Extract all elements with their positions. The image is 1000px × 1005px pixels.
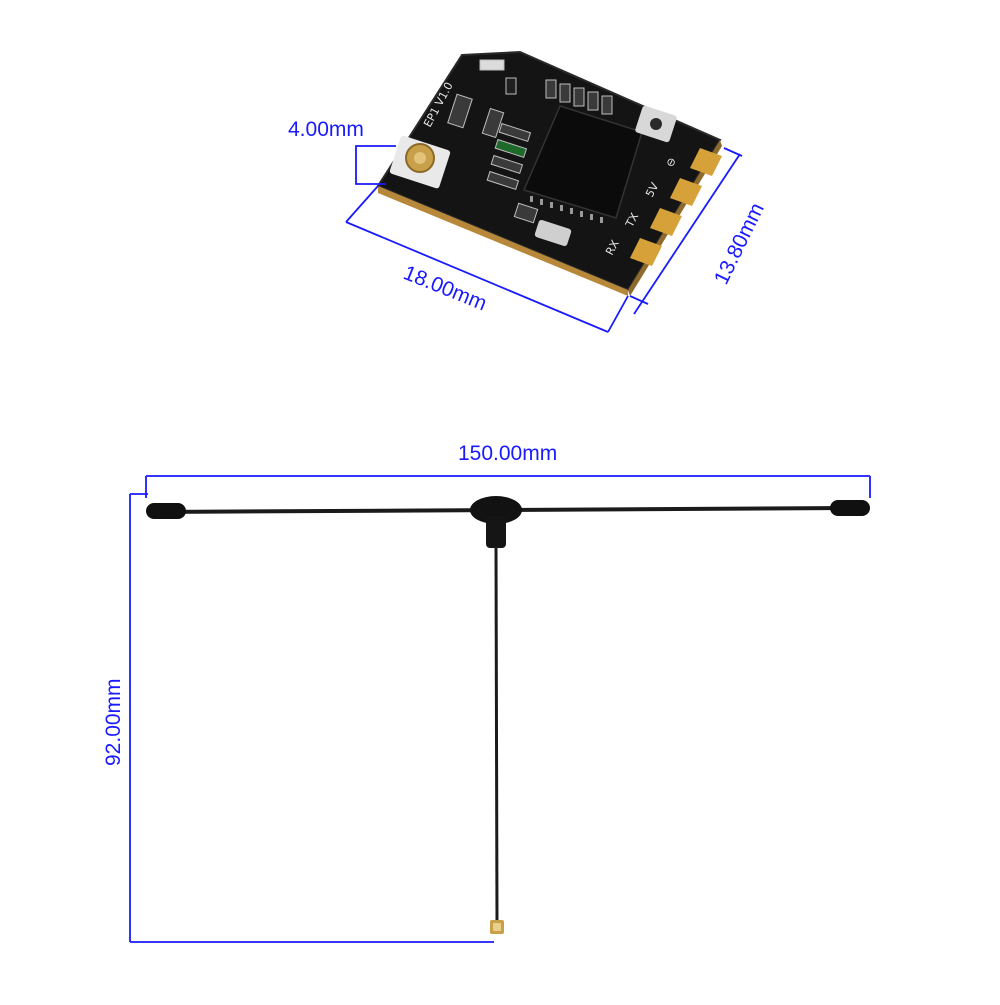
width-dimension-tick-top bbox=[723, 147, 743, 157]
antenna-end-cap-left bbox=[146, 503, 186, 519]
antenna-ipex-connector bbox=[490, 920, 504, 934]
pad-gnd bbox=[690, 148, 722, 176]
chip-pins bbox=[530, 196, 603, 223]
antenna-dimension-lines bbox=[129, 475, 871, 943]
pad-tx bbox=[650, 208, 682, 236]
antenna-hub-sleeve bbox=[486, 516, 506, 548]
t-antenna bbox=[146, 496, 870, 934]
ufl-connector bbox=[389, 135, 451, 189]
pad-5v bbox=[670, 178, 702, 206]
width-dimension-label: 13.80mm bbox=[710, 199, 769, 288]
receiver-board: EP1 V1.0 ⊖ 5V TX RX bbox=[376, 50, 722, 296]
pad-rx bbox=[630, 238, 662, 266]
antenna-center-hub bbox=[470, 496, 522, 524]
antenna-end-cap-right bbox=[830, 500, 870, 516]
span-dimension-label: 150.00mm bbox=[458, 442, 557, 465]
pcb-edge bbox=[378, 186, 628, 296]
solder-pads bbox=[630, 148, 722, 266]
crystal bbox=[534, 219, 572, 247]
antenna-coax-lead bbox=[494, 545, 499, 925]
passive-components bbox=[447, 59, 613, 224]
width-dimension-line bbox=[633, 153, 741, 315]
pad-label-5v: 5V bbox=[643, 180, 662, 199]
length-dimension-line bbox=[345, 221, 609, 333]
boot-button bbox=[635, 105, 677, 143]
length-dimension-tick-right bbox=[607, 295, 629, 333]
length-dimension-tick-left bbox=[345, 185, 379, 223]
board-dimension-lines bbox=[345, 145, 743, 333]
pad-label-rx: RX bbox=[603, 237, 622, 257]
main-chip bbox=[522, 105, 643, 219]
connector-dimension-bracket bbox=[355, 145, 396, 185]
lead-dimension-label: 92.00mm bbox=[102, 678, 125, 766]
width-dimension-tick-bottom bbox=[629, 295, 649, 305]
connector-dimension-label: 4.00mm bbox=[288, 118, 364, 141]
length-dimension-label: 18.00mm bbox=[400, 261, 490, 315]
